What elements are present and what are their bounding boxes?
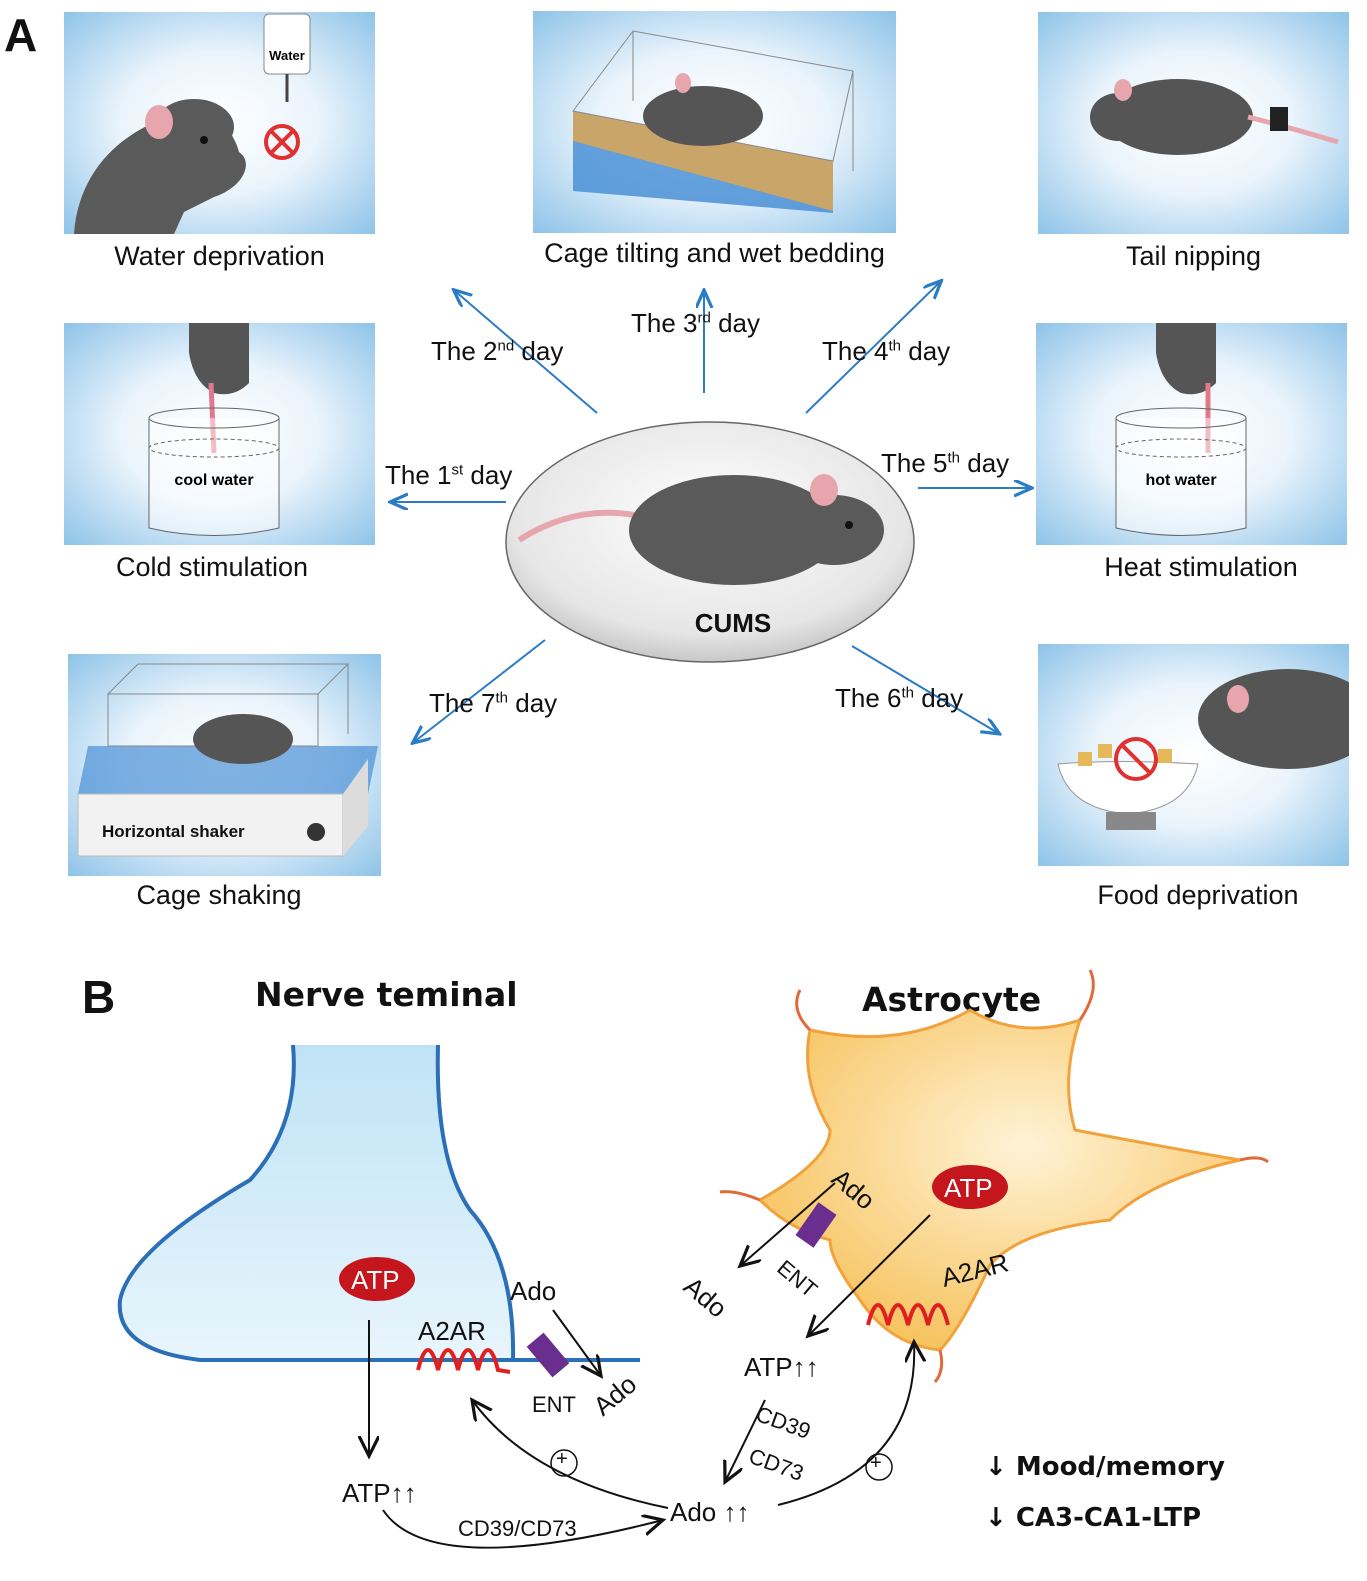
mouse-silhouette [1156, 323, 1216, 395]
day-5-label: The 5th day [881, 448, 1010, 478]
day-2-label: The 2nd day [431, 336, 564, 366]
cums-label: CUMS [694, 608, 772, 638]
arrow-day4 [805, 282, 940, 414]
astro-atp-label: ATP [944, 1173, 993, 1203]
cage-tilting-image [533, 11, 896, 233]
day-arrows [0, 0, 1367, 930]
mouse-silhouette [643, 86, 763, 146]
day-6-label: The 6th day [835, 683, 964, 713]
no-icon [264, 124, 300, 160]
astro-atp-up-label: ATP↑↑ [744, 1352, 819, 1382]
day-1-label: The 1st day [385, 460, 513, 490]
shaker-knob-icon [307, 823, 325, 841]
plus-right: + [870, 1452, 882, 1474]
day-3-label: The 3rd day [631, 308, 760, 338]
mechanism-diagram [117, 969, 1269, 1549]
plus-left: + [556, 1448, 568, 1470]
cold-stimulation-image: cool water [64, 323, 375, 545]
beaker-label: cool water [174, 472, 253, 489]
no-icon [1114, 737, 1158, 781]
tail-nipping-image [1038, 12, 1349, 234]
nerve-terminal-title: Nerve teminal [255, 975, 518, 1014]
caption-cold-stimulation: Cold stimulation [115, 552, 309, 582]
a2ar-receptor-icon [866, 1303, 950, 1326]
effect-mood: ↓ Mood/memory [985, 1452, 1225, 1482]
panel-b-letter: B [82, 971, 116, 1023]
panel-a-letter: A [4, 9, 38, 61]
heat-stimulation-image: hot water [1036, 323, 1347, 545]
nerve-atp-label: ATP [351, 1265, 400, 1295]
ado-up-label: Ado ↑↑ [670, 1497, 750, 1527]
atp-ellipse [339, 1257, 415, 1301]
caption-heat-stimulation: Heat stimulation [1104, 552, 1298, 582]
arrow-day7 [414, 639, 546, 742]
caption-food-deprivation: Food deprivation [1097, 880, 1299, 910]
mouse-silhouette [189, 323, 249, 395]
plus-circle [865, 1453, 893, 1481]
food-deprivation-image [1038, 644, 1349, 866]
nerve-ent-label: ENT [532, 1392, 576, 1417]
caption-tail-nipping: Tail nipping [1125, 241, 1262, 271]
caption-cage-shaking: Cage shaking [136, 880, 302, 910]
ent-transporter-icon [526, 1332, 570, 1378]
nerve-ado-in-label: Ado [510, 1276, 557, 1306]
mouse-silhouette [629, 475, 839, 585]
arrow-day2 [455, 291, 598, 414]
beaker-label: hot water [1145, 472, 1216, 489]
mouse-silhouette [193, 714, 293, 764]
nerve-a2ar-label: A2AR [418, 1316, 486, 1346]
shaker-label: Horizontal shaker [102, 822, 245, 841]
a2ar-receptor-icon [416, 1348, 511, 1374]
caption-water-deprivation: Water deprivation [114, 241, 325, 271]
cage-shaking-image: Horizontal shaker [68, 654, 381, 876]
ent-transporter-icon [795, 1202, 837, 1248]
mouse-silhouette [1198, 669, 1349, 769]
cums-center: CUMS [504, 420, 916, 664]
plus-circle [550, 1449, 578, 1477]
arrow-day6 [851, 645, 998, 733]
atp-ellipse [932, 1165, 1008, 1209]
caption-cage-tilting: Cage tilting and wet bedding [544, 238, 885, 268]
binder-clip-icon [1270, 107, 1288, 131]
astrocyte-title: Astrocyte [862, 980, 1042, 1019]
mouse-silhouette [1103, 79, 1253, 155]
water-deprivation-image: Water [64, 12, 375, 234]
nerve-cd-label: CD39/CD73 [458, 1516, 577, 1541]
nerve-terminal-body [119, 1045, 514, 1360]
effect-ltp: ↓ CA3-CA1-LTP [985, 1503, 1202, 1533]
mouse-ear [145, 105, 173, 139]
nerve-atp-up-label: ATP↑↑ [342, 1478, 417, 1508]
day-7-label: The 7th day [429, 688, 558, 718]
day-4-label: The 4th day [822, 336, 951, 366]
bottle-label: Water [269, 48, 305, 63]
